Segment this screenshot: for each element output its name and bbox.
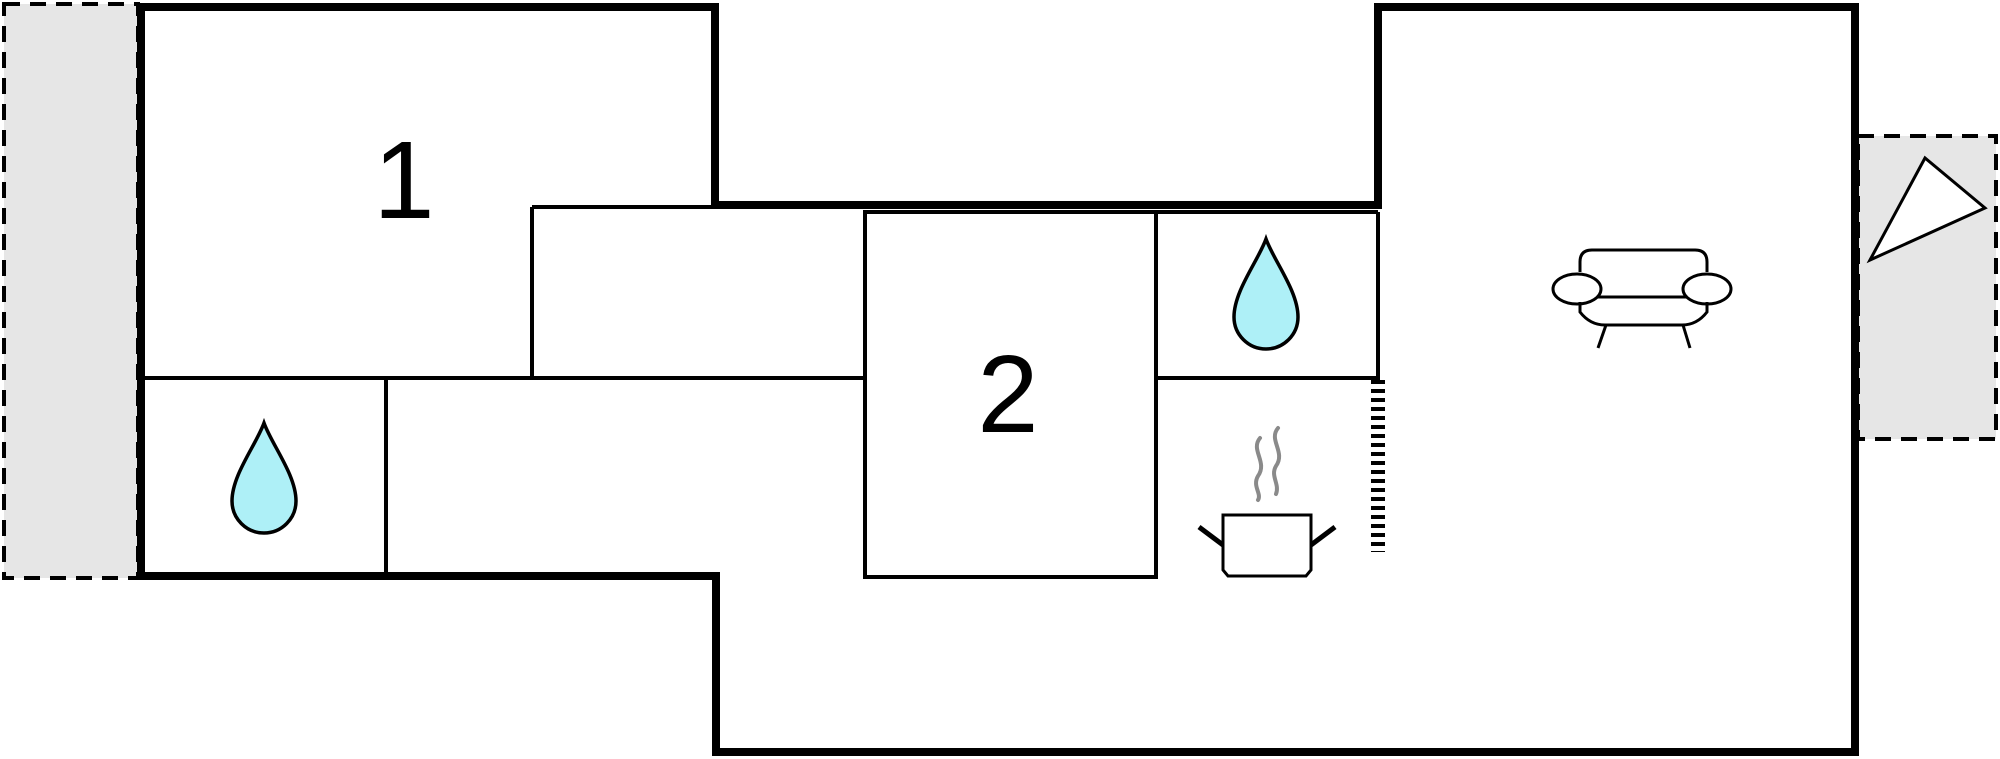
cooking-pot-icon (1197, 426, 1337, 578)
terrace-triangle-icon (1866, 155, 1988, 264)
room-2-label: 2 (977, 333, 1038, 456)
water-drop-icon (1232, 233, 1300, 351)
outer-walls (137, 3, 1859, 756)
water-drop-icon (230, 417, 298, 535)
terrace-left (2, 2, 140, 580)
room-1-label: 1 (373, 119, 434, 242)
interior-walls (141, 205, 1380, 579)
sofa-icon (1551, 248, 1733, 349)
